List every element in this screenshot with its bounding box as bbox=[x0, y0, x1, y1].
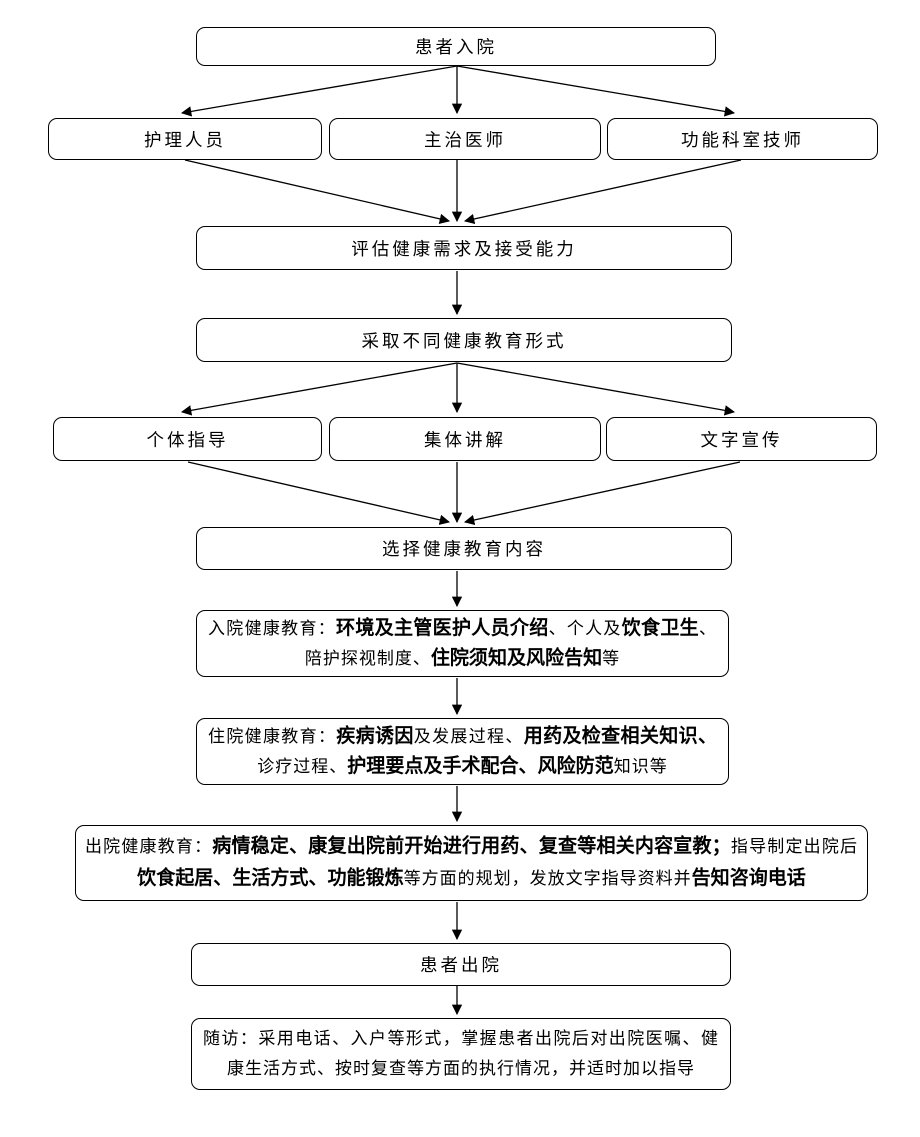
node-education-forms: 采取不同健康教育形式 bbox=[196, 318, 732, 362]
text-segment: 诊疗过程、 bbox=[257, 756, 348, 776]
node-text-promotion-label: 文字宣传 bbox=[700, 429, 783, 450]
node-group-explanation: 集体讲解 bbox=[329, 417, 601, 461]
node-individual-guidance-label: 个体指导 bbox=[146, 429, 229, 450]
arrow-individual-to-select bbox=[187, 461, 451, 525]
node-nursing-staff-label: 护理人员 bbox=[144, 129, 226, 150]
node-followup-text: 随访：采用电话、入户等形式，掌握患者出院后对出院医嘱、健康生活方式、按时复查等方… bbox=[192, 1024, 730, 1084]
arrow-text-to-select bbox=[463, 461, 741, 526]
node-discharge-education-text: 出院健康教育：病情稳定、康复出院前开始进行用药、复查等相关内容宣教；指导制定出院… bbox=[76, 831, 867, 895]
text-segment: 及发展过程、 bbox=[413, 726, 524, 746]
node-admission-label: 患者入院 bbox=[415, 37, 497, 57]
arrow-technician-to-assess bbox=[463, 159, 742, 225]
node-attending-physician-label: 主治医师 bbox=[424, 129, 506, 150]
node-admission: 患者入院 bbox=[196, 27, 716, 66]
bold-text-segment: 护理要点及手术配合、风险防范 bbox=[347, 755, 614, 777]
node-group-explanation-label: 集体讲解 bbox=[424, 429, 506, 450]
arrow-admission-to-nursing bbox=[180, 65, 458, 117]
text-segment: 指导制定出院后 bbox=[730, 837, 858, 856]
text-segment: 等 bbox=[602, 648, 621, 668]
text-segment: 入院健康教育： bbox=[208, 618, 337, 638]
node-followup: 随访：采用电话、入户等形式，掌握患者出院后对出院医嘱、健康生活方式、按时复查等方… bbox=[191, 1018, 731, 1090]
bold-text-segment: 用药及检查相关知识、 bbox=[523, 725, 717, 747]
text-segment: 出院健康教育： bbox=[85, 837, 213, 856]
node-attending-physician: 主治医师 bbox=[329, 118, 601, 160]
text-segment: 知识等 bbox=[613, 756, 668, 776]
text-segment: 等方面的规划，发放文字指导资料并 bbox=[403, 869, 692, 888]
node-patient-discharge-label: 患者出院 bbox=[420, 955, 502, 975]
node-nursing-staff: 护理人员 bbox=[48, 118, 322, 160]
text-segment: 、个人及 bbox=[548, 618, 622, 638]
text-segment: 、陪护探视制度、 bbox=[304, 618, 717, 668]
node-patient-discharge: 患者出院 bbox=[191, 943, 731, 986]
node-inpatient-education: 住院健康教育：疾病诱因及发展过程、用药及检查相关知识、诊疗过程、护理要点及手术配… bbox=[196, 718, 729, 785]
bold-text-segment: 环境及主管医护人员介绍 bbox=[336, 617, 549, 639]
node-functional-technician: 功能科室技师 bbox=[607, 118, 878, 160]
bold-text-segment: 饮食卫生 bbox=[621, 617, 699, 639]
node-select-content: 选择健康教育内容 bbox=[196, 527, 732, 570]
bold-text-segment: 告知咨询电话 bbox=[691, 868, 806, 889]
node-individual-guidance: 个体指导 bbox=[53, 417, 322, 461]
node-assess-needs-label: 评估健康需求及接受能力 bbox=[351, 238, 577, 259]
node-education-forms-label: 采取不同健康教育形式 bbox=[361, 330, 567, 351]
arrow-admission-to-technician bbox=[456, 65, 736, 117]
node-assess-needs: 评估健康需求及接受能力 bbox=[196, 226, 732, 270]
node-admission-education: 入院健康教育：环境及主管医护人员介绍、个人及饮食卫生、陪护探视制度、住院须知及风… bbox=[196, 610, 729, 677]
bold-text-segment: 住院须知及风险告知 bbox=[430, 647, 603, 669]
text-segment: 随访：采用电话、入户等形式，掌握患者出院后对出院医嘱、健康生活方式、按时复查等方… bbox=[203, 1029, 719, 1078]
node-discharge-education: 出院健康教育：病情稳定、康复出院前开始进行用药、复查等相关内容宣教；指导制定出院… bbox=[75, 825, 868, 901]
arrow-nursing-to-assess bbox=[184, 159, 451, 224]
node-functional-technician-label: 功能科室技师 bbox=[681, 129, 804, 150]
arrow-forms-to-individual bbox=[180, 362, 458, 416]
node-select-content-label: 选择健康教育内容 bbox=[382, 539, 546, 559]
arrow-forms-to-text bbox=[456, 362, 736, 416]
bold-text-segment: 疾病诱因 bbox=[336, 725, 414, 747]
bold-text-segment: 病情稳定、康复出院前开始进行用药、复查等相关内容宣教； bbox=[212, 836, 731, 857]
text-segment: 住院健康教育： bbox=[208, 726, 337, 746]
node-inpatient-education-text: 住院健康教育：疾病诱因及发展过程、用药及检查相关知识、诊疗过程、护理要点及手术配… bbox=[197, 722, 728, 782]
node-admission-education-text: 入院健康教育：环境及主管医护人员介绍、个人及饮食卫生、陪护探视制度、住院须知及风… bbox=[197, 614, 728, 674]
bold-text-segment: 饮食起居、生活方式、功能锻炼 bbox=[137, 868, 404, 889]
node-text-promotion: 文字宣传 bbox=[606, 417, 877, 461]
